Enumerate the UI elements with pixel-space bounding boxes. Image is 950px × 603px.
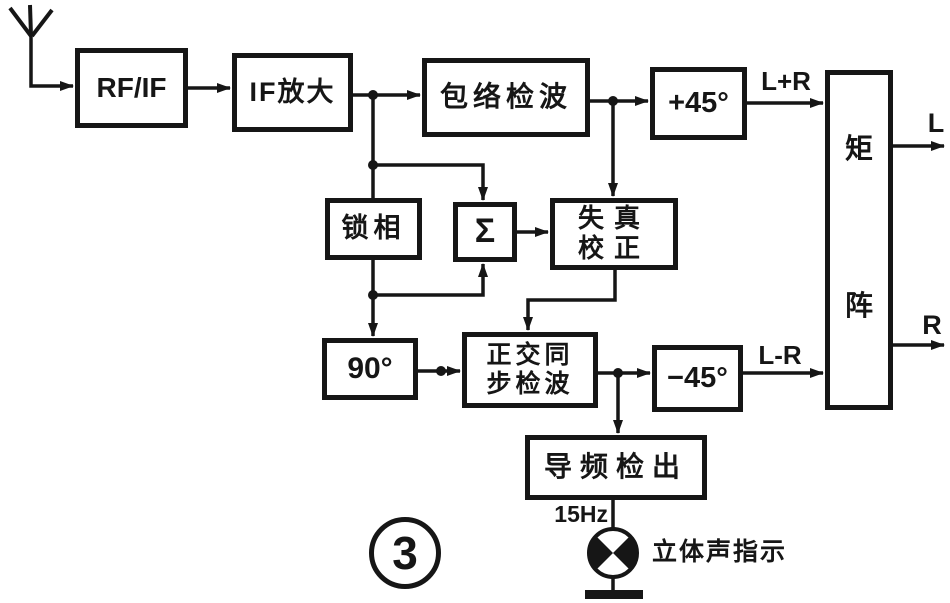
block-label-line2: 步检波	[486, 370, 574, 398]
wire-distcorr-to-quaddet	[523, 270, 617, 331]
lamp-icon	[587, 527, 639, 579]
block-label-line1: 失真	[577, 203, 650, 234]
block-envelope-detector: 包络检波	[422, 58, 590, 137]
antenna-icon	[8, 4, 54, 38]
signal-label-right-output: R	[922, 310, 942, 340]
block-label: RF/IF	[96, 71, 167, 103]
block-label: 锁相	[341, 213, 406, 244]
sigma-symbol: Σ	[474, 212, 496, 251]
block-label: 导频检出	[543, 451, 688, 483]
block-label-line1: 正交同	[486, 341, 574, 370]
block-label: +45°	[668, 86, 729, 119]
wire-tap-to-summer-top	[373, 163, 488, 201]
figure-number: 3	[392, 527, 418, 579]
block-phase-lock: 锁相	[325, 198, 422, 260]
block-label: −45°	[667, 361, 728, 394]
junction-dot	[436, 366, 446, 376]
block-if-amplifier: IF放大	[232, 53, 353, 132]
signal-label-left-output: L	[927, 108, 945, 138]
matrix-char-bottom: 阵	[844, 290, 873, 321]
stereo-indicator-label: 立体声指示	[652, 538, 788, 566]
block-rf-if: RF/IF	[75, 48, 188, 128]
junction-dot	[613, 368, 623, 378]
block-label: IF放大	[249, 76, 336, 107]
junction-dot	[368, 290, 378, 300]
junction-dot	[368, 160, 378, 170]
junction-dot	[608, 96, 618, 106]
wire-antenna-feed	[29, 36, 74, 91]
block-label: 90°	[347, 351, 393, 385]
ground-icon	[585, 590, 643, 599]
block-minus-45: −45°	[652, 345, 743, 412]
block-label: 包络检波	[439, 81, 572, 113]
block-matrix: 矩 阵	[825, 70, 893, 410]
block-quadrature-sync-detector: 正交同 步检波	[462, 332, 598, 408]
block-pilot-detector: 导频检出	[525, 435, 707, 500]
block-plus-45: +45°	[650, 67, 747, 140]
signal-label-l-plus-r: L+R	[761, 66, 811, 96]
signal-label-l-minus-r: L-R	[758, 340, 802, 370]
wire-phaselock-to-summer-bottom	[373, 263, 488, 297]
block-90-degree: 90°	[322, 338, 418, 400]
junction-dot	[368, 90, 378, 100]
block-distortion-correction: 失真 校正	[550, 198, 678, 270]
block-label-line2: 校正	[577, 233, 650, 263]
matrix-char-top: 矩	[844, 133, 873, 164]
block-summer: Σ	[453, 202, 517, 262]
signal-label-pilot-frequency: 15Hz	[554, 501, 608, 527]
figure-number-badge: 3	[369, 517, 441, 589]
